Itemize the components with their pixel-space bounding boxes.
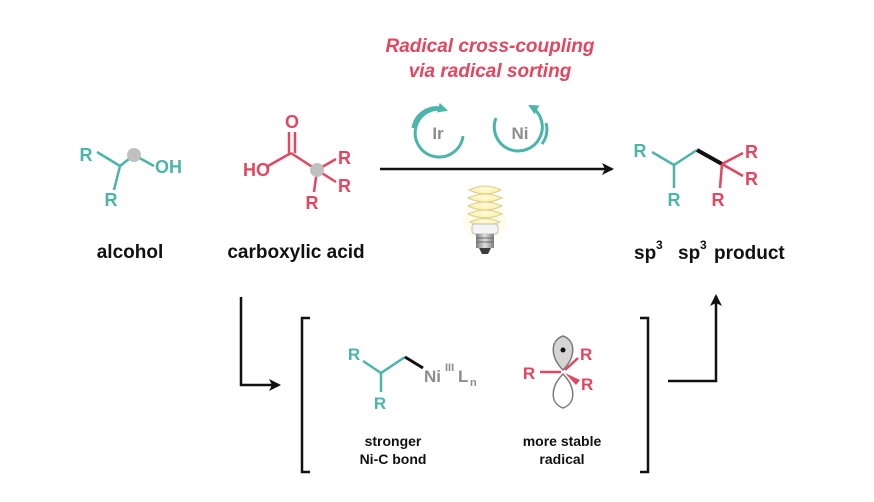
product-r-b: R [745, 169, 758, 189]
radical-r-left: R [523, 364, 535, 383]
acid-r-1: R [338, 148, 351, 168]
alcohol-r-top: R [80, 145, 93, 165]
ni-intermediate-oxidation: III [445, 362, 454, 374]
product-structure: R R R R R [634, 141, 759, 210]
ni-caption-2: Ni-C bond [360, 451, 427, 467]
ir-cycle: Ir [411, 102, 465, 159]
acid-o: O [285, 112, 299, 132]
product-r-top: R [634, 141, 647, 161]
product-sp-b: sp [678, 243, 700, 264]
left-bracket [300, 316, 310, 474]
product-sup-b: 3 [700, 238, 707, 252]
acid-r-3: R [306, 193, 319, 213]
light-bulb-icon [463, 185, 507, 254]
reactive-carbon-dot [127, 148, 141, 162]
alcohol-oh: OH [155, 157, 182, 177]
radical-intermediate: R R R [523, 335, 593, 409]
ni-intermediate-ligand: L [458, 367, 468, 386]
product-r-bottom: R [668, 190, 681, 210]
title-line-1: Radical cross-coupling [385, 36, 594, 57]
radical-r-bottom: R [581, 375, 593, 394]
title-line-2: via radical sorting [409, 61, 572, 82]
carboxylic-acid-label: carboxylic acid [227, 242, 364, 263]
p-orbital-bottom [552, 372, 574, 409]
right-bracket [640, 316, 650, 474]
ni-caption-1: stronger [365, 433, 422, 449]
nickel-intermediate: R R Ni III L n [348, 345, 477, 413]
product-r-c: R [712, 190, 725, 210]
down-arrow [239, 297, 281, 391]
carboxylic-acid-structure: O HO R R R [243, 112, 351, 213]
ni-intermediate-r-bottom: R [374, 394, 386, 413]
acid-ho: HO [243, 160, 270, 180]
new-c-c-bond [696, 148, 723, 166]
acid-r-2: R [338, 176, 351, 196]
product-word: product [714, 243, 785, 264]
radical-caption-1: more stable [523, 433, 602, 449]
product-label: sp 3 sp 3 product [634, 238, 785, 264]
ni-intermediate-ni: Ni [424, 367, 441, 386]
radical-r-top: R [580, 345, 592, 364]
radical-electron-dot [560, 347, 566, 353]
p-orbital-top [552, 335, 574, 372]
ni-label: Ni [512, 124, 529, 143]
product-sp-a: sp [634, 243, 656, 264]
product-r-a: R [745, 142, 758, 162]
radical-caption-2: radical [539, 451, 584, 467]
reactive-carbon-dot [310, 163, 324, 177]
ir-label: Ir [432, 124, 444, 143]
alcohol-label: alcohol [97, 242, 164, 263]
up-arrow [668, 294, 722, 383]
ni-cycle: Ni [492, 104, 549, 153]
product-sup-a: 3 [656, 238, 663, 252]
ni-intermediate-r-top: R [348, 345, 360, 364]
ni-intermediate-ligand-sub: n [470, 377, 477, 389]
alcohol-structure: R R OH [80, 145, 183, 210]
alcohol-r-bottom: R [105, 190, 118, 210]
